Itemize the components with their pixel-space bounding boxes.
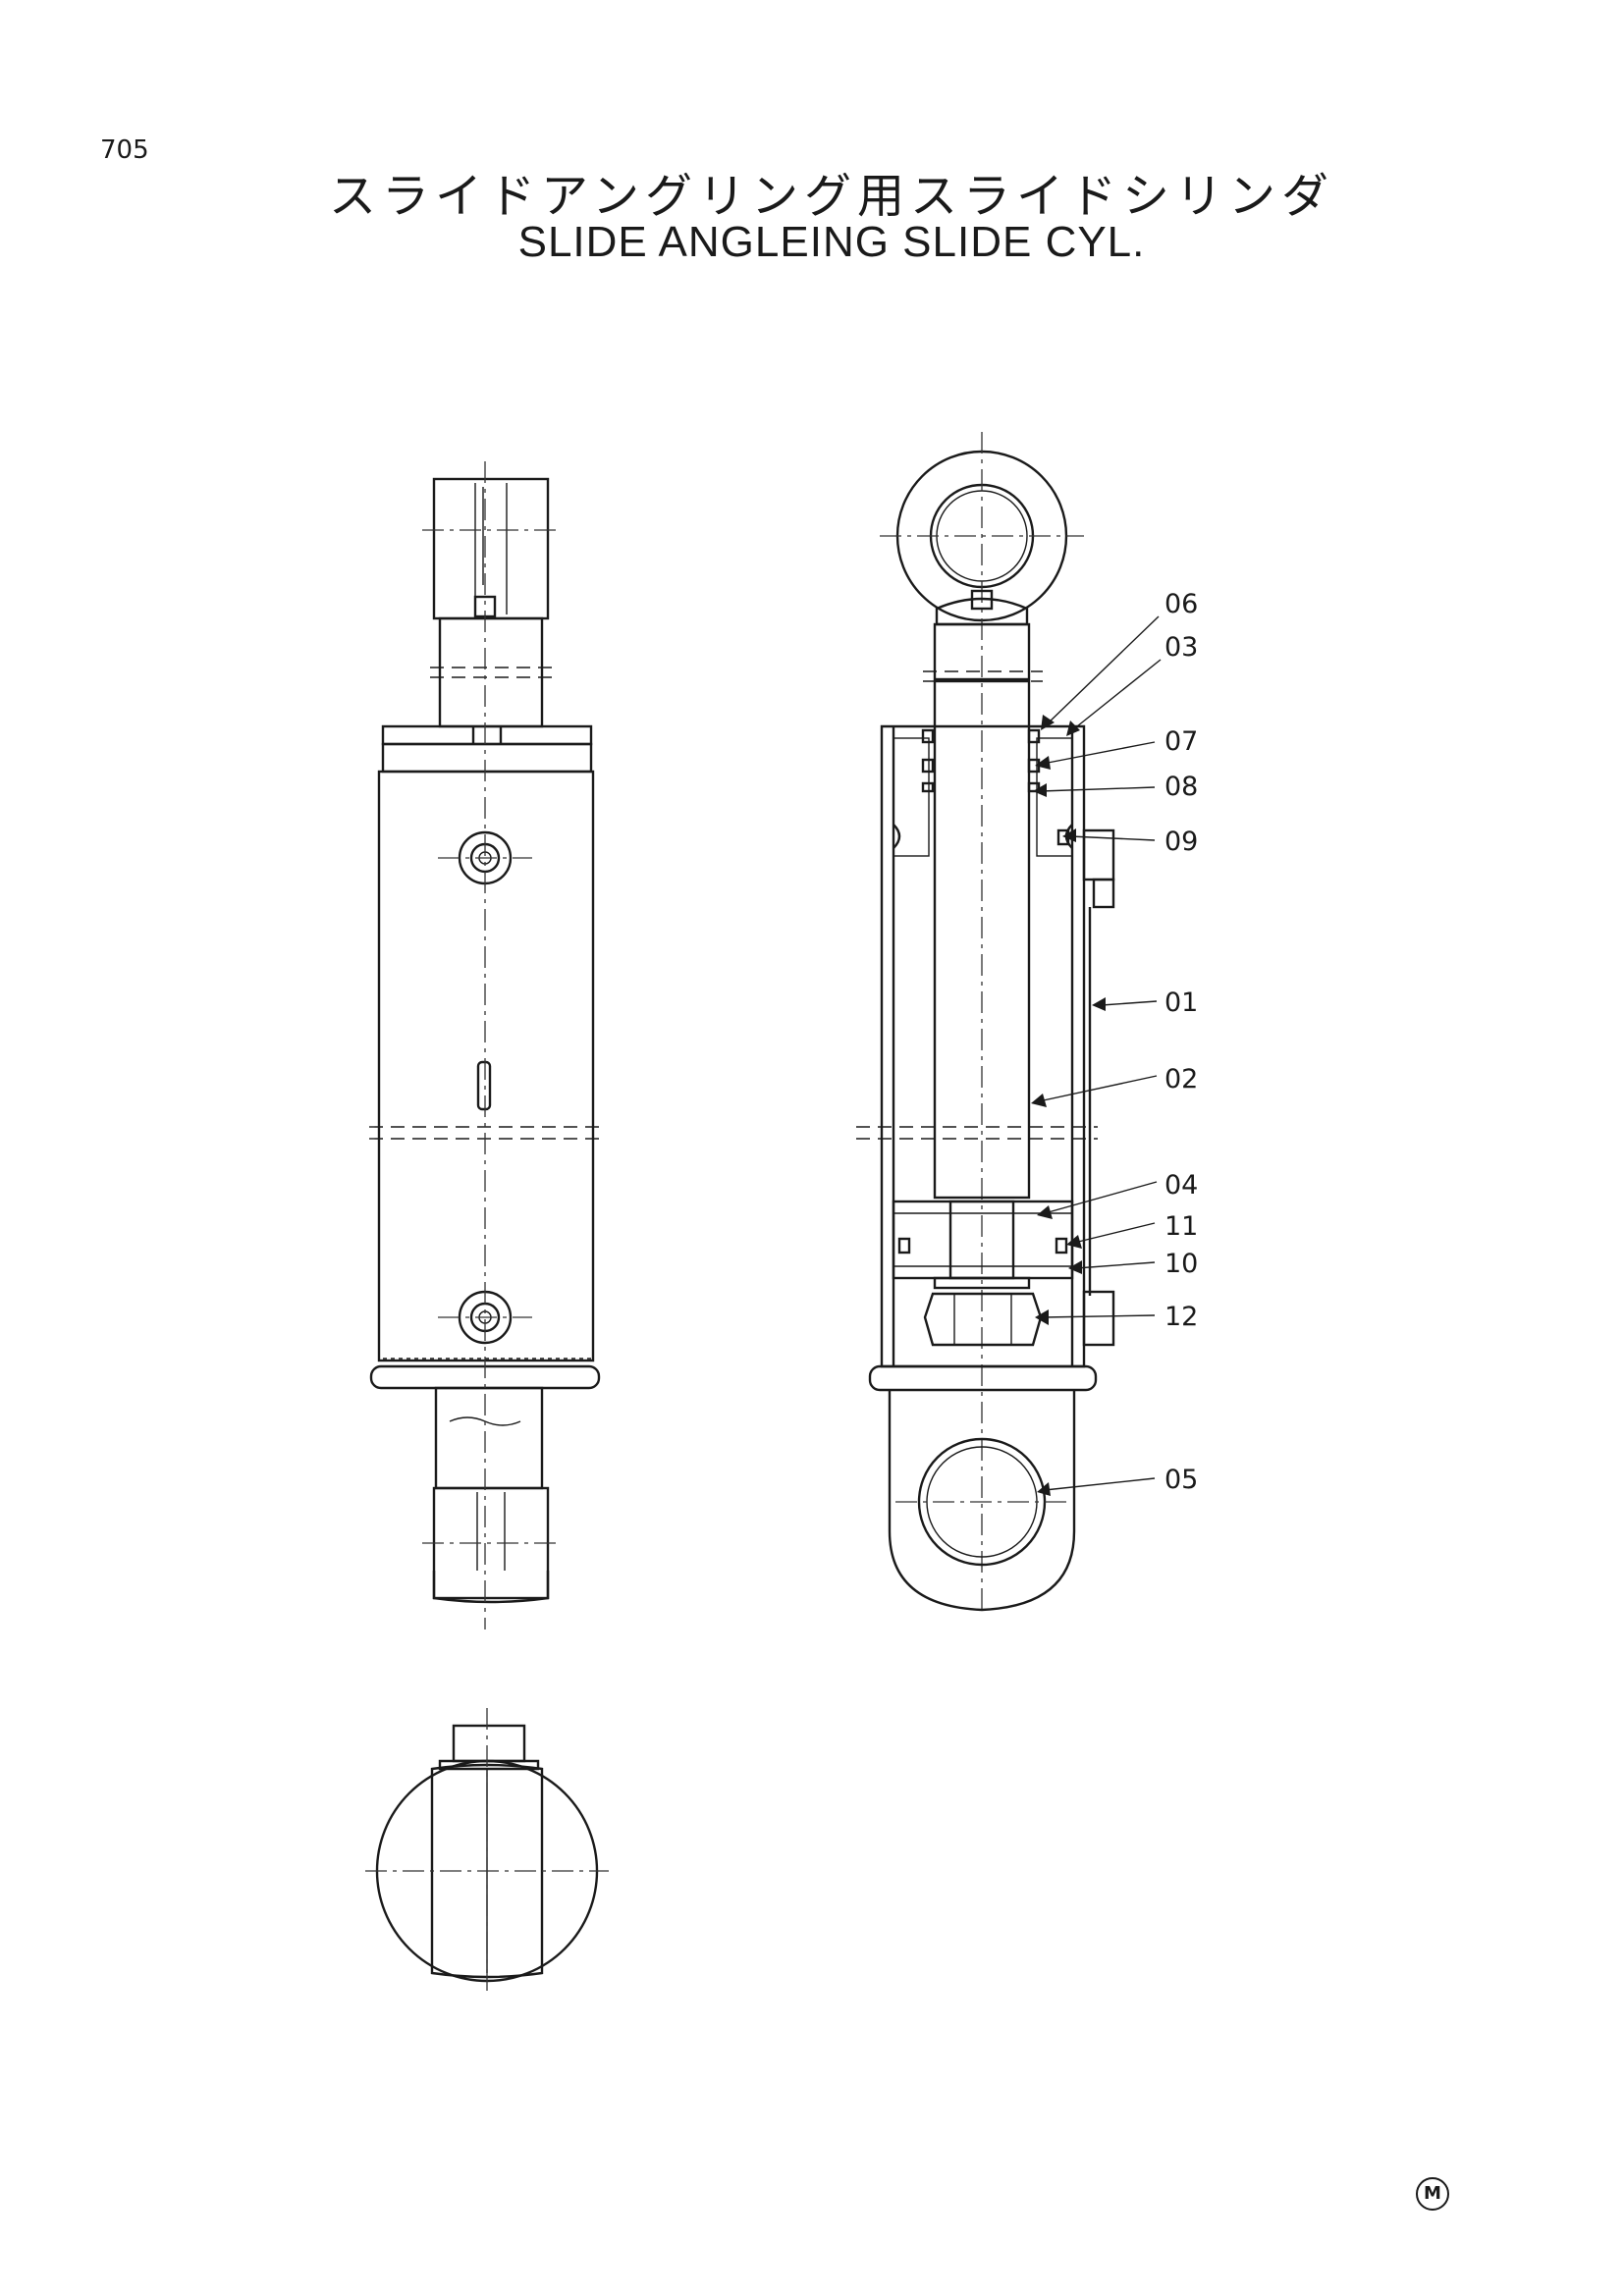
- front-view: [369, 461, 603, 1629]
- callout-06: 06: [1164, 589, 1198, 619]
- page-number: 705: [100, 135, 149, 165]
- maker-mark-icon: M: [1416, 2177, 1449, 2211]
- callout-05: 05: [1164, 1465, 1198, 1495]
- callout-10: 10: [1164, 1249, 1198, 1279]
- callout-01: 01: [1164, 988, 1198, 1018]
- section-view: [856, 432, 1115, 1612]
- callout-07: 07: [1164, 726, 1198, 757]
- callout-02: 02: [1164, 1064, 1198, 1095]
- title-japanese: スライドアングリング用スライドシリンダ: [328, 169, 1335, 224]
- callout-03: 03: [1164, 632, 1198, 663]
- callout-12: 12: [1164, 1302, 1198, 1332]
- callout-11: 11: [1164, 1211, 1198, 1242]
- callout-08: 08: [1164, 772, 1198, 802]
- end-view: [365, 1708, 609, 1993]
- callouts: 06 03 07 08 09 01 02 04 11 10: [1031, 589, 1198, 1496]
- title-english: SLIDE ANGLEING SLIDE CYL.: [517, 218, 1146, 266]
- callout-04: 04: [1164, 1170, 1198, 1201]
- callout-09: 09: [1164, 827, 1198, 857]
